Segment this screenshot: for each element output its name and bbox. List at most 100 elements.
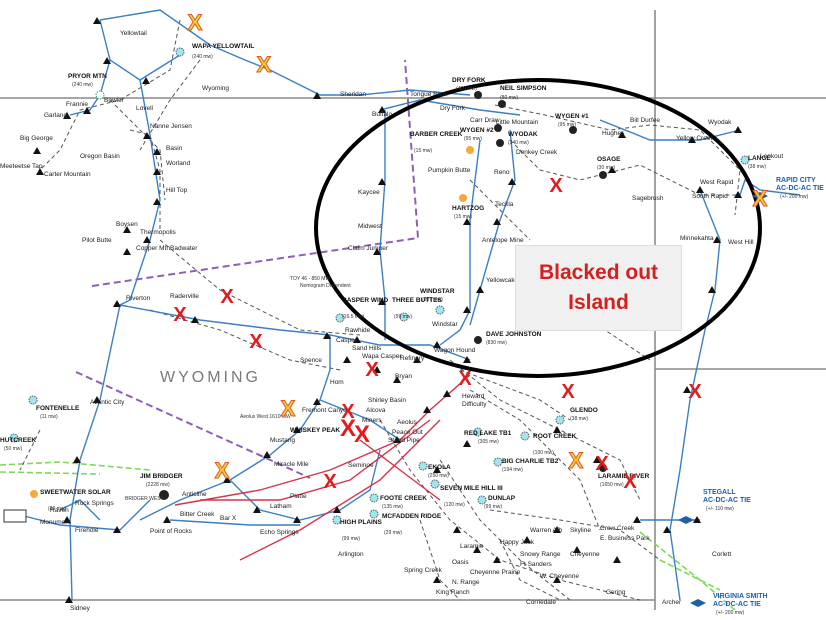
plant-label: PRYOR MTN bbox=[68, 73, 107, 80]
substation-label: Copper Mtn bbox=[136, 245, 170, 252]
plant-cap: (250 mw) bbox=[428, 473, 449, 479]
red-lake-plant bbox=[473, 427, 483, 437]
plant-label: THREE BUTTES bbox=[392, 297, 443, 304]
plant-label: BIG CHARLIE TB2 bbox=[502, 458, 559, 465]
substation-label: Seminoe bbox=[348, 462, 374, 469]
plant-label: HIGH PLAINS bbox=[340, 519, 383, 526]
substation-label: Alcova bbox=[366, 407, 386, 414]
substation-label: Hom bbox=[330, 379, 344, 386]
plant-label: DUNLAP bbox=[488, 495, 516, 502]
pryor-mtn-plant bbox=[95, 90, 105, 100]
transmission-lines bbox=[19, 9, 801, 601]
dry-fork-plant bbox=[474, 91, 482, 99]
substation-label: Midwest bbox=[358, 223, 382, 230]
red-outage-x: X bbox=[561, 381, 575, 403]
substation-label: Antelope Mine bbox=[482, 237, 524, 244]
plant-cap: (95 mw) bbox=[558, 122, 576, 128]
path-boundaries bbox=[75, 59, 420, 479]
yellow-outage-x: X bbox=[188, 10, 203, 35]
plant-cap: (80 mw) bbox=[500, 95, 518, 101]
plant-label: JIM BRIDGER bbox=[140, 473, 183, 480]
tie-cap: (+/- 200 mw) bbox=[716, 610, 745, 616]
substation-label: Wyoming bbox=[202, 85, 229, 92]
plant-cap: (830 mw) bbox=[486, 340, 507, 346]
tie-detail: AC-DC-AC TIE bbox=[713, 601, 761, 608]
substation-label: Claim Jumper bbox=[348, 245, 389, 252]
substation-label: Riverton bbox=[126, 295, 151, 302]
substation-label: Corlett bbox=[712, 551, 731, 558]
osage-plant bbox=[599, 171, 607, 179]
plant-label: WAPA YELLOWTAIL bbox=[192, 43, 254, 50]
yellow-outage-x: X bbox=[569, 448, 584, 473]
substation-label: Carter Mountain bbox=[44, 171, 91, 178]
plant-label: ROOT CREEK bbox=[533, 433, 577, 440]
substation-label: Pumpkin Butte bbox=[428, 167, 471, 174]
plant-label: SWEETWATER SOLAR bbox=[40, 489, 111, 496]
red-outage-x: X bbox=[354, 421, 370, 448]
substation-label: Latham bbox=[270, 503, 292, 510]
substation-label: Stand Pipe bbox=[388, 437, 420, 444]
plant-label: DAVE JOHNSTON bbox=[486, 331, 542, 338]
substation-label: Worland bbox=[166, 160, 190, 167]
high-plains-plant bbox=[332, 515, 342, 525]
plant-cap: (1650 mw) bbox=[600, 482, 624, 488]
state-label: WYOMING bbox=[160, 369, 261, 386]
plant-cap: (135 mw) bbox=[382, 504, 403, 510]
barber-creek-plant bbox=[466, 146, 474, 154]
substation-label: Warren Afb bbox=[530, 527, 563, 534]
substation-label: Yellowcake bbox=[486, 277, 519, 284]
substation-label: Kaycee bbox=[358, 189, 380, 196]
substation-label: Rawhide bbox=[345, 327, 371, 334]
tie-cap: (+/- 110 mw) bbox=[706, 506, 734, 512]
substation-label: Thermopolis bbox=[140, 229, 177, 236]
substation-label: Boysen bbox=[116, 221, 138, 228]
red-outage-x: X bbox=[458, 368, 472, 390]
plant-cap: (2228 mw) bbox=[146, 482, 170, 488]
mcfadden-ridge-plant bbox=[369, 509, 379, 519]
substation-label: Laramie bbox=[460, 543, 484, 550]
plant-cap: (95 mw) bbox=[464, 136, 482, 142]
tie-detail: AC-DC-AC TIE bbox=[776, 185, 824, 192]
toy-note: TOY 46 - 850 MW bbox=[290, 276, 330, 282]
plant-cap: (240 mw) bbox=[72, 82, 93, 88]
substation-label: South Rapid bbox=[692, 193, 728, 200]
substation-label: Spence bbox=[300, 357, 322, 364]
substation-label: Teckla bbox=[495, 201, 514, 208]
substation-label: Basin bbox=[166, 145, 183, 152]
substation-label: Wapa Casper bbox=[362, 353, 402, 360]
substation-label: Bowler bbox=[104, 97, 125, 104]
plant-label: NEIL SIMPSON bbox=[500, 85, 547, 92]
plant-cap: (15 mw) bbox=[414, 148, 432, 154]
substation-label: Sidney bbox=[70, 605, 91, 612]
substation-label: Spring Creek bbox=[404, 567, 443, 574]
callout-line-1: Blacked out bbox=[538, 261, 659, 284]
plant-cap: (240 mw) bbox=[192, 54, 213, 60]
bridger-note: BRIDGER WEST bbox=[125, 496, 164, 502]
plant-cap: (120 mw) bbox=[444, 502, 465, 508]
substation-label: Carr Draw bbox=[470, 117, 500, 124]
substation-label: Little Mountain bbox=[496, 119, 539, 126]
plant-label: OSAGE bbox=[597, 156, 621, 163]
red-outage-x: X bbox=[220, 286, 234, 308]
substation-label: West Rapid bbox=[700, 179, 734, 186]
sweetwater-box bbox=[3, 509, 27, 523]
plant-cap: (957 mw) bbox=[422, 297, 443, 303]
plant-label: CASPER WIND bbox=[342, 297, 389, 304]
red-outage-x: X bbox=[623, 471, 637, 493]
yellow-outage-x: X bbox=[257, 52, 272, 77]
plant-label: WYODAK bbox=[508, 131, 538, 138]
red-outage-x: X bbox=[549, 175, 563, 197]
substation-label: Meeteetse Tap bbox=[0, 163, 43, 170]
lange-plant bbox=[740, 155, 750, 165]
plant-cap: (50 mw) bbox=[4, 446, 22, 452]
plant-label: HARTZOG bbox=[452, 205, 484, 212]
substation-label: Cheyenne bbox=[570, 551, 600, 558]
callout-line-2: Island bbox=[568, 291, 629, 314]
substation-label: Skyline bbox=[570, 527, 591, 534]
substation-label: Buffalo bbox=[372, 111, 393, 118]
hutcreek-plant bbox=[9, 433, 19, 443]
wygen2-plant bbox=[494, 124, 502, 132]
plant-label: GLENDO bbox=[570, 407, 598, 414]
substation-label: Bill Durfee bbox=[630, 117, 660, 124]
plant-cap: (305 mw) bbox=[478, 439, 499, 445]
